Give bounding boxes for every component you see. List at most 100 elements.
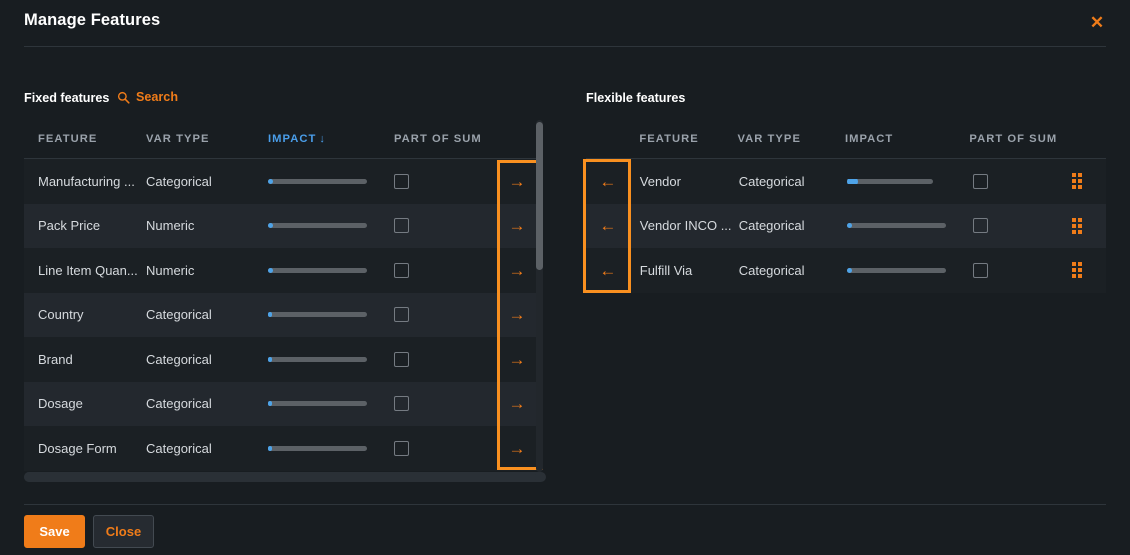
- arrow-right-icon[interactable]: →: [508, 350, 526, 368]
- cell-part-of-sum: [394, 262, 494, 278]
- cell-var-type: Categorical: [738, 262, 805, 278]
- flexible-features-table: FEATURE VAR TYPE IMPACT PART OF SUM ←Ven…: [586, 120, 1106, 293]
- drag-handle-icon[interactable]: [1072, 173, 1083, 190]
- table-row[interactable]: Line Item Quan...Numeric→: [24, 248, 540, 293]
- impact-bar-fill: [268, 401, 272, 407]
- column-header-var-type[interactable]: VAR TYPE: [146, 133, 210, 145]
- part-of-sum-checkbox[interactable]: [394, 440, 409, 456]
- impact-bar: [268, 223, 367, 229]
- cell-move-right: →: [494, 351, 540, 368]
- cell-feature: Fulfill Via: [639, 262, 693, 278]
- cell-drag-handle: [1049, 173, 1106, 190]
- cell-impact: [847, 223, 973, 229]
- cell-move-right: →: [494, 440, 540, 457]
- cell-move-left: ←: [586, 262, 630, 279]
- cell-part-of-sum: [394, 351, 494, 367]
- impact-bar: [847, 178, 934, 184]
- cell-part-of-sum: [394, 440, 494, 456]
- cell-impact: [268, 178, 394, 184]
- table-row[interactable]: Manufacturing ...Categorical→: [24, 159, 540, 204]
- part-of-sum-checkbox[interactable]: [394, 262, 409, 278]
- search-label: Search: [136, 90, 179, 104]
- cell-impact: [268, 312, 394, 318]
- arrow-right-icon[interactable]: →: [508, 261, 526, 279]
- column-header-part-of-sum[interactable]: PART OF SUM: [394, 133, 482, 145]
- cell-feature: Dosage Form: [38, 440, 117, 456]
- column-header-impact[interactable]: IMPACT↓: [268, 133, 394, 145]
- cell-feature: Brand: [38, 351, 73, 367]
- impact-bar: [268, 356, 367, 362]
- impact-bar: [847, 223, 947, 229]
- close-icon[interactable]: ✕: [1089, 13, 1105, 32]
- drag-handle-icon[interactable]: [1072, 262, 1083, 279]
- close-button[interactable]: Close: [93, 515, 154, 548]
- part-of-sum-checkbox[interactable]: [972, 262, 988, 278]
- cell-var-type: Categorical: [146, 173, 212, 189]
- cell-impact: [268, 267, 394, 273]
- table-row[interactable]: ← Fulfill Via Categorical: [586, 248, 1106, 293]
- impact-bar-fill: [268, 445, 272, 451]
- arrow-right-icon[interactable]: →: [508, 439, 526, 457]
- part-of-sum-checkbox[interactable]: [972, 218, 988, 234]
- cell-move-right: →: [494, 217, 540, 234]
- column-header-impact-right[interactable]: IMPACT: [844, 133, 894, 145]
- fixed-features-horizontal-scrollbar-thumb[interactable]: [24, 472, 536, 482]
- column-header-impact-label: IMPACT: [268, 133, 317, 145]
- cell-impact: [268, 356, 394, 362]
- column-header-var-type-right[interactable]: VAR TYPE: [737, 133, 801, 145]
- search-icon: [117, 91, 130, 104]
- arrow-left-icon[interactable]: ←: [599, 172, 617, 190]
- cell-var-type: Numeric: [146, 262, 195, 278]
- cell-impact: [847, 267, 973, 273]
- fixed-features-vertical-scrollbar-thumb[interactable]: [536, 122, 543, 270]
- arrow-left-icon[interactable]: ←: [599, 217, 617, 235]
- part-of-sum-checkbox[interactable]: [394, 307, 409, 323]
- cell-impact: [847, 178, 973, 184]
- fixed-features-table: FEATURE VAR TYPE IMPACT↓ PART OF SUM Man…: [24, 120, 540, 471]
- cell-move-right: →: [494, 306, 540, 323]
- cell-part-of-sum: [394, 218, 494, 234]
- table-row[interactable]: Dosage Form Categorical →: [24, 426, 540, 471]
- arrow-right-icon[interactable]: →: [508, 306, 526, 324]
- part-of-sum-checkbox[interactable]: [394, 173, 409, 189]
- cell-part-of-sum: [972, 173, 1049, 189]
- cell-var-type: Categorical: [146, 440, 212, 456]
- part-of-sum-checkbox[interactable]: [972, 173, 988, 189]
- impact-bar-fill: [847, 223, 853, 229]
- cell-move-left: ←: [586, 173, 630, 190]
- part-of-sum-checkbox[interactable]: [394, 218, 409, 234]
- arrow-right-icon[interactable]: →: [508, 172, 526, 190]
- arrow-right-icon[interactable]: →: [508, 395, 526, 413]
- table-row[interactable]: ← Vendor INCO ... Categorical: [586, 203, 1106, 248]
- impact-bar-fill: [847, 267, 853, 273]
- flexible-features-label: Flexible features: [586, 91, 686, 105]
- impact-bar-fill: [268, 178, 273, 184]
- search-button[interactable]: Search: [117, 90, 178, 104]
- cell-feature: Vendor INCO ...: [639, 218, 732, 234]
- cell-var-type: Categorical: [146, 396, 212, 412]
- fixed-features-label: Fixed features: [24, 91, 110, 105]
- cell-drag-handle: [1049, 262, 1106, 279]
- cell-impact: [268, 445, 394, 451]
- cell-var-type: Categorical: [738, 173, 805, 189]
- column-header-feature[interactable]: FEATURE: [38, 133, 98, 145]
- part-of-sum-checkbox[interactable]: [394, 351, 409, 367]
- page-title: Manage Features: [24, 11, 161, 29]
- arrow-right-icon[interactable]: →: [508, 217, 526, 235]
- cell-var-type: Categorical: [738, 218, 805, 234]
- arrow-left-icon[interactable]: ←: [599, 261, 617, 279]
- column-header-part-of-sum-right[interactable]: PART OF SUM: [969, 133, 1058, 145]
- cell-drag-handle: [1049, 217, 1106, 234]
- drag-handle-icon[interactable]: [1072, 217, 1083, 234]
- fixed-features-header-row: FEATURE VAR TYPE IMPACT↓ PART OF SUM: [24, 120, 540, 159]
- part-of-sum-checkbox[interactable]: [394, 396, 409, 412]
- save-button[interactable]: Save: [24, 515, 85, 548]
- column-header-feature-right[interactable]: FEATURE: [639, 133, 699, 145]
- sort-descending-icon: ↓: [319, 133, 326, 145]
